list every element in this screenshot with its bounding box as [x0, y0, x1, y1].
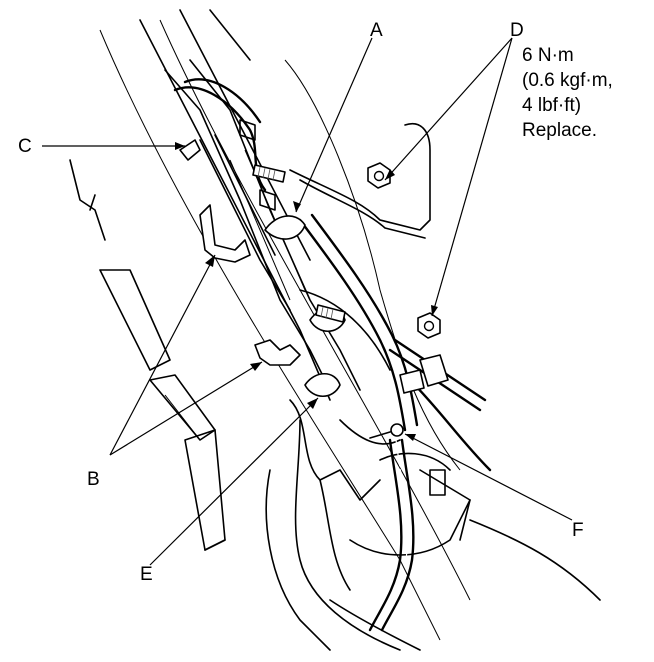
stud-bolt-upper	[252, 164, 286, 183]
nut-upper	[367, 162, 391, 189]
torque-imperial: 4 lbf·ft)	[522, 95, 581, 116]
harness-channel	[164, 59, 361, 391]
lower-bracket-structure	[265, 399, 601, 651]
callout-d: D	[510, 20, 524, 41]
torque-spec-note: 6 N·m (0.6 kgf·m, 4 lbf·ft) Replace.	[522, 45, 613, 141]
replace-note: Replace.	[522, 120, 597, 141]
clip-c	[179, 139, 201, 161]
clip-lower	[254, 339, 301, 366]
stud-bolt-lower	[315, 304, 346, 323]
body-panel-outline	[99, 9, 471, 641]
clamp-a	[264, 215, 306, 240]
torque-metric: (0.6 kgf·m,	[522, 70, 613, 91]
callout-f: F	[572, 520, 584, 541]
fastener-f	[369, 423, 404, 439]
nut-lower	[417, 312, 441, 339]
callout-c: C	[18, 136, 32, 157]
callout-a: A	[370, 20, 383, 41]
clip-upper	[199, 204, 251, 263]
leader-lines	[42, 37, 573, 566]
pillar-trim-panel	[69, 159, 226, 551]
torque-value: 6 N·m	[522, 45, 574, 66]
connector-plug	[399, 354, 449, 394]
callout-e: E	[140, 564, 153, 585]
callout-b: B	[87, 469, 100, 490]
upper-bracket	[289, 123, 431, 239]
clamp-e	[304, 372, 341, 398]
